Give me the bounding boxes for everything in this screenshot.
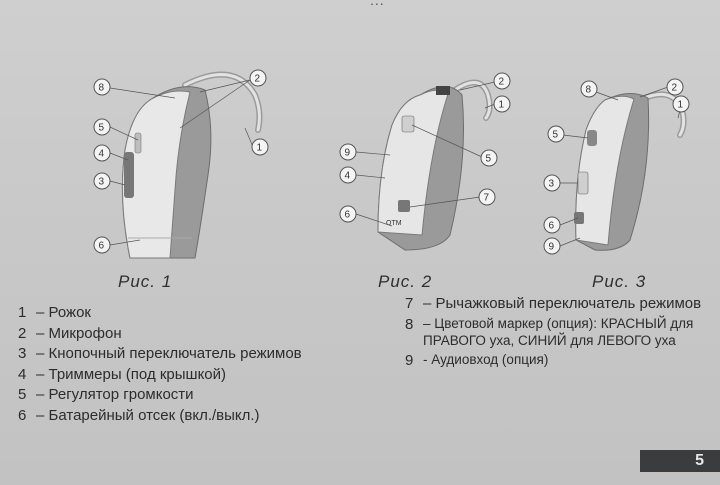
legend-num: 8 [405, 315, 414, 333]
page-number: 5 [640, 450, 720, 472]
fig1-callout-5: 5 [99, 123, 105, 134]
figure-2-caption: Рис. 2 [378, 272, 433, 291]
figure-3-caption: Рис. 3 [592, 272, 647, 291]
fig2-device-label: OTM [386, 220, 402, 227]
figure-3-callouts: 8 2 1 5 3 6 9 [543, 78, 690, 255]
fig1-callout-1: 1 [257, 143, 263, 154]
fig1-callout-6: 6 [99, 241, 105, 252]
legend-item: 4 – Триммеры (под крышкой) [18, 365, 338, 385]
figures-area: 8 2 5 4 3 1 6 OTM [93, 69, 690, 291]
fig1-callout-8: 8 [99, 83, 105, 94]
legend-text: – Триммеры (под крышкой) [36, 365, 227, 383]
legend-num: 2 [18, 324, 27, 342]
fig3-callout-1: 1 [678, 100, 684, 111]
fig1-callout-2: 2 [255, 74, 261, 85]
figure-1-callouts: 8 2 5 4 3 1 6 [93, 69, 269, 254]
legend-num: 1 [18, 304, 27, 321]
fig2-callout-5: 5 [486, 154, 492, 165]
figure-1-caption: Рис. 1 [118, 272, 173, 291]
fig2-callout-1: 1 [499, 100, 505, 111]
legend-right: 7 – Рычажковый переключатель режимов 8 – Ц… [405, 294, 705, 371]
figure-1-device [121, 71, 263, 259]
fig3-callout-2: 2 [672, 83, 678, 94]
figure-2-callouts: 2 1 9 4 5 7 6 [339, 72, 511, 227]
fig3-callout-3: 3 [549, 179, 555, 190]
figure-3-device [574, 91, 687, 251]
legend-num: 9 [405, 351, 414, 369]
fig1-callout-3: 3 [99, 177, 105, 188]
legend-item: 3 – Кнопочный переключатель режимов [18, 344, 338, 364]
legend-item: 5 – Регулятор громкости [18, 385, 338, 405]
fig2-callout-6: 6 [345, 210, 351, 221]
legend-text: – Кнопочный переключатель режимов [36, 345, 302, 362]
legend-text: – Микрофон [36, 324, 122, 342]
legend-num: 7 [405, 295, 414, 312]
legend-text: - Аудиовход (опция) [423, 351, 549, 367]
legend-text: – Регулятор громкости [36, 386, 194, 403]
legend-item: 2 – Микрофон [18, 324, 338, 344]
legend-num: 3 [18, 345, 27, 362]
legend-text: – Рычажковый переключатель режимов [423, 295, 702, 312]
fig3-callout-6: 6 [549, 221, 555, 232]
fig3-callout-9: 9 [549, 242, 555, 253]
legend-num: 6 [18, 406, 27, 424]
legend-text: – Батарейный отсек (вкл./выкл.) [36, 406, 260, 424]
fig3-callout-8: 8 [586, 85, 592, 96]
legend-item: 6 – Батарейный отсек (вкл./выкл.) [18, 406, 338, 426]
fig2-callout-9: 9 [345, 148, 351, 159]
fig2-callout-4: 4 [345, 171, 351, 182]
legend-item: 1 – Рожок [18, 303, 338, 323]
legend-left: 1 – Рожок 2 – Микрофон 3 – Кнопочный перекл… [18, 303, 338, 426]
legend-text: – Цветовой маркер (опция): КРАСНЫЙ для П… [423, 315, 694, 349]
fig1-callout-4: 4 [99, 149, 105, 160]
fig3-callout-5: 5 [553, 130, 559, 141]
figures-svg: 8 2 5 4 3 1 6 OTM [93, 69, 690, 259]
legend-num: 5 [18, 386, 27, 403]
legend-item: 7 – Рычажковый переключатель режимов [405, 294, 705, 314]
figure-2-device: OTM [377, 79, 493, 251]
top-text-fragment: ... [370, 0, 385, 8]
fig2-callout-7: 7 [484, 193, 490, 204]
legend-item: 9 - Аудиовход (опция) [405, 351, 705, 371]
fig2-callout-2: 2 [499, 77, 505, 88]
legend-num: 4 [18, 365, 27, 383]
legend-text: – Рожок [36, 304, 91, 321]
legend-item: 8 – Цветовой маркер (опция): КРАСНЫЙ для … [405, 315, 705, 350]
